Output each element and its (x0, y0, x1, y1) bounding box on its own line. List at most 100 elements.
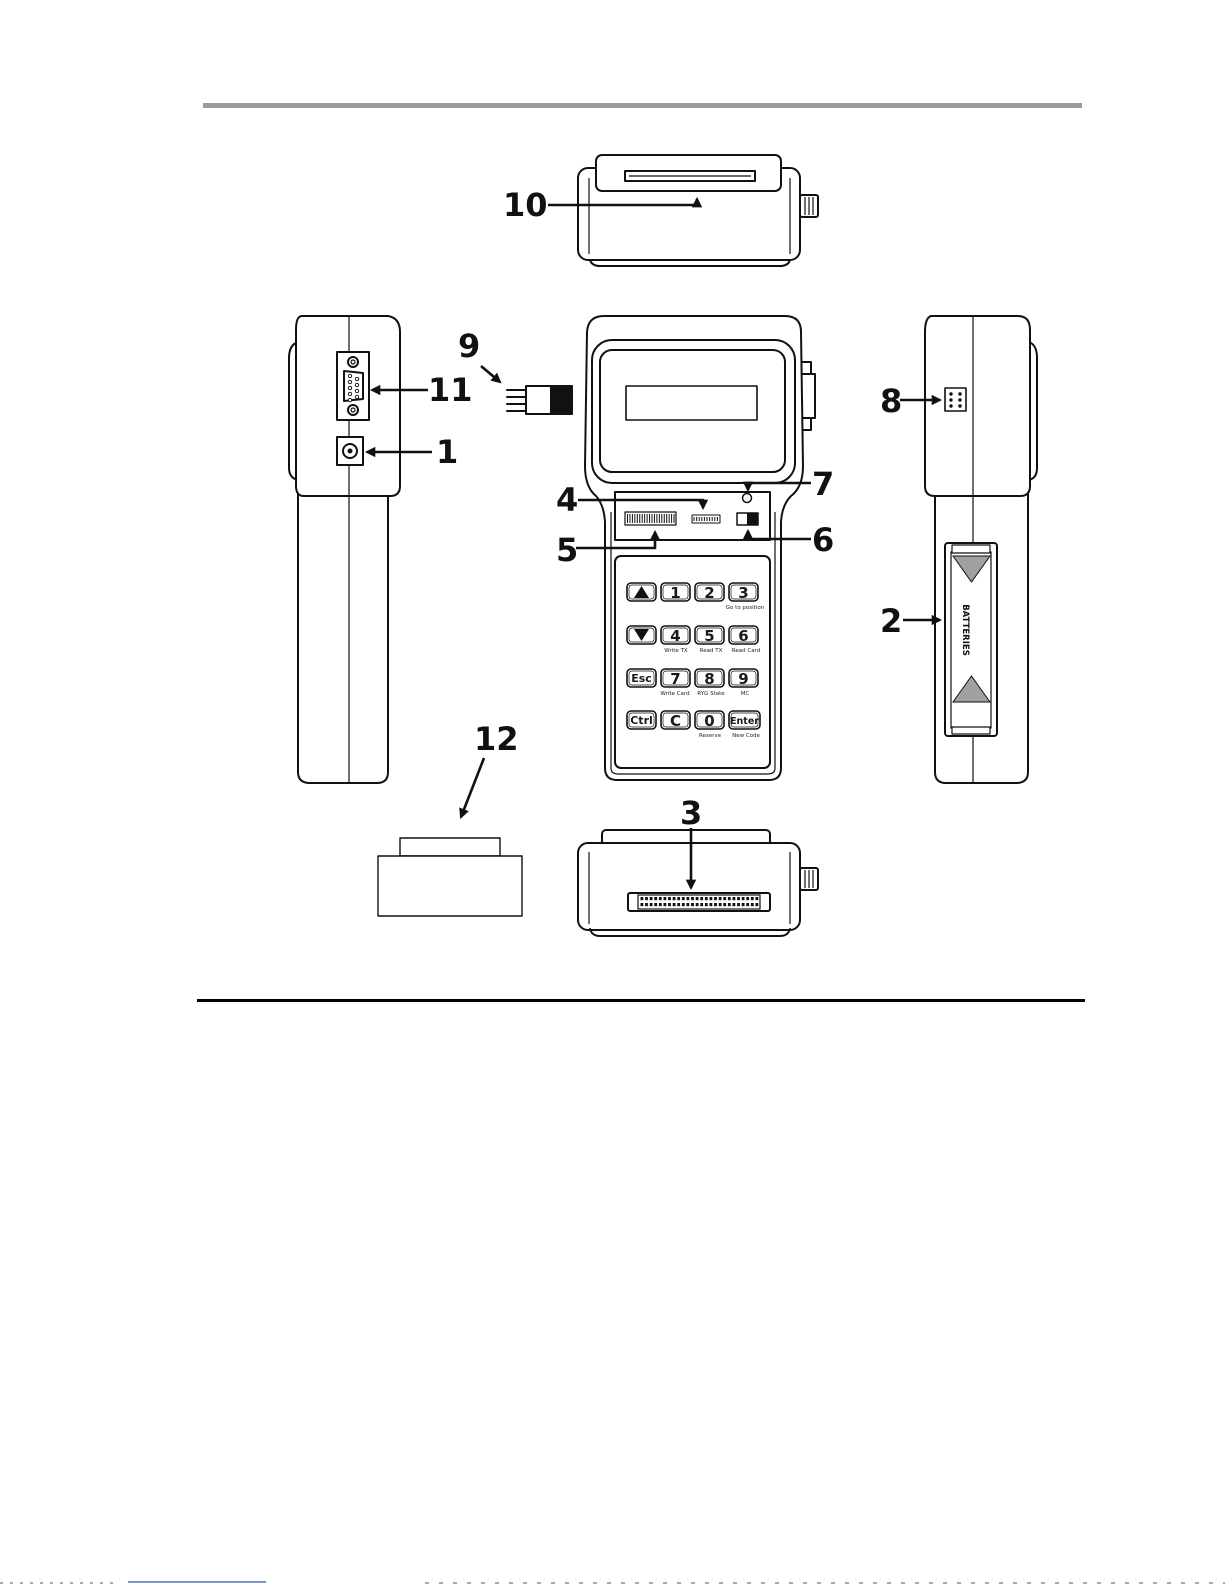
connector-pin (742, 903, 745, 906)
connector-pin (723, 903, 726, 906)
connector-pin (705, 903, 708, 906)
serial-pin (355, 383, 358, 386)
battery-latch-top (952, 545, 990, 553)
key-enter-caption: New Code (732, 733, 760, 739)
serial-pin (355, 389, 358, 392)
serial-pin (348, 380, 351, 383)
key-8-label: 8 (704, 670, 714, 688)
connector-pin (737, 903, 740, 906)
bottom-view: 3 (578, 794, 818, 936)
key-9-caption: MC (741, 691, 750, 697)
connector-pin (733, 903, 736, 906)
key-4: 4 Write TX (661, 626, 690, 654)
callout-4: 4 (556, 481, 578, 519)
key-0-caption: Reserve (699, 733, 722, 739)
key-8: 8 RYG State (695, 669, 725, 697)
page-edge-marks (0, 1582, 1225, 1583)
connector-pin (677, 903, 680, 906)
front-view: 1 2 3 Go to position 4 (556, 316, 834, 780)
plug-cable-end (550, 386, 572, 414)
connector-pin (742, 897, 745, 900)
callout-10: 10 (503, 186, 548, 224)
callout-12: 12 (474, 720, 519, 758)
left-view-handle (298, 494, 388, 783)
key-c-label: C (670, 712, 681, 730)
key-0-label: 0 (704, 712, 714, 730)
key-1-label: 1 (670, 584, 680, 602)
key-ctrl: Ctrl (627, 711, 656, 729)
connector-pin (710, 903, 713, 906)
keypad: 1 2 3 Go to position 4 (615, 556, 770, 768)
key-5-caption: Read TX (700, 648, 723, 654)
key-6-caption: Read Card (732, 648, 760, 654)
connector-pin (751, 903, 754, 906)
adapter-tab (400, 838, 500, 856)
connector-pin (728, 903, 731, 906)
callout-arrow-12 (461, 758, 484, 817)
connector-pin (668, 903, 671, 906)
connector-pin (733, 897, 736, 900)
key-c: C (661, 711, 690, 730)
socket-pin (949, 392, 952, 395)
serial-pin (348, 374, 351, 377)
top-rule (203, 103, 1082, 108)
serial-port-screw (348, 405, 358, 415)
left-side-view: 11 1 (289, 316, 473, 783)
serial-pin (348, 392, 351, 395)
key-7-caption: Write Card (660, 691, 689, 697)
connector-pin (654, 903, 657, 906)
connector-pin (723, 897, 726, 900)
callout-5: 5 (556, 531, 578, 569)
key-3-label: 3 (738, 584, 748, 602)
key-down (627, 626, 656, 644)
connector-pin (756, 903, 759, 906)
bottom-view-body (578, 843, 800, 930)
key-esc: Esc (627, 669, 656, 687)
connector-pin (673, 897, 676, 900)
socket-pin (958, 392, 961, 395)
connector-pin (696, 903, 699, 906)
connector-pin (728, 897, 731, 900)
callout-1: 1 (436, 433, 458, 471)
key-up (627, 583, 656, 601)
serial-port-shell (344, 371, 363, 401)
power-jack (337, 437, 363, 465)
callout-7: 7 (812, 465, 834, 503)
connector-pin (687, 897, 690, 900)
connector-pin (756, 897, 759, 900)
key-5: 5 Read TX (695, 626, 724, 654)
key-4-label: 4 (670, 627, 680, 645)
connector-pin (719, 903, 722, 906)
key-9-label: 9 (738, 670, 748, 688)
adapter: 12 (378, 720, 522, 916)
connector-pin (687, 903, 690, 906)
connector-pin (664, 903, 667, 906)
side-socket (945, 388, 966, 411)
socket-pin (958, 404, 961, 407)
connector-pin (746, 903, 749, 906)
lcd-display (626, 386, 757, 420)
side-socket-frame (945, 388, 966, 411)
connector-pin (710, 897, 713, 900)
adapter-body (378, 856, 522, 916)
connector-pin (705, 897, 708, 900)
connector-pin (746, 897, 749, 900)
right-view-head (925, 316, 1030, 496)
connector-pin (659, 897, 662, 900)
connector-pin (719, 897, 722, 900)
key-8-caption: RYG State (697, 691, 725, 697)
key-2-label: 2 (704, 584, 714, 602)
socket-pin (949, 404, 952, 407)
connector-pin (691, 903, 694, 906)
serial-pin (348, 398, 351, 401)
connector-pin (737, 897, 740, 900)
battery-compartment: BATTERIES (945, 543, 997, 736)
key-2: 2 (695, 583, 724, 602)
bottom-connector (628, 893, 770, 911)
key-6: 6 Read Card (729, 626, 760, 654)
connector-pin (714, 903, 717, 906)
connector-pin (714, 897, 717, 900)
connector-pin (645, 897, 648, 900)
callout-6: 6 (812, 521, 834, 559)
